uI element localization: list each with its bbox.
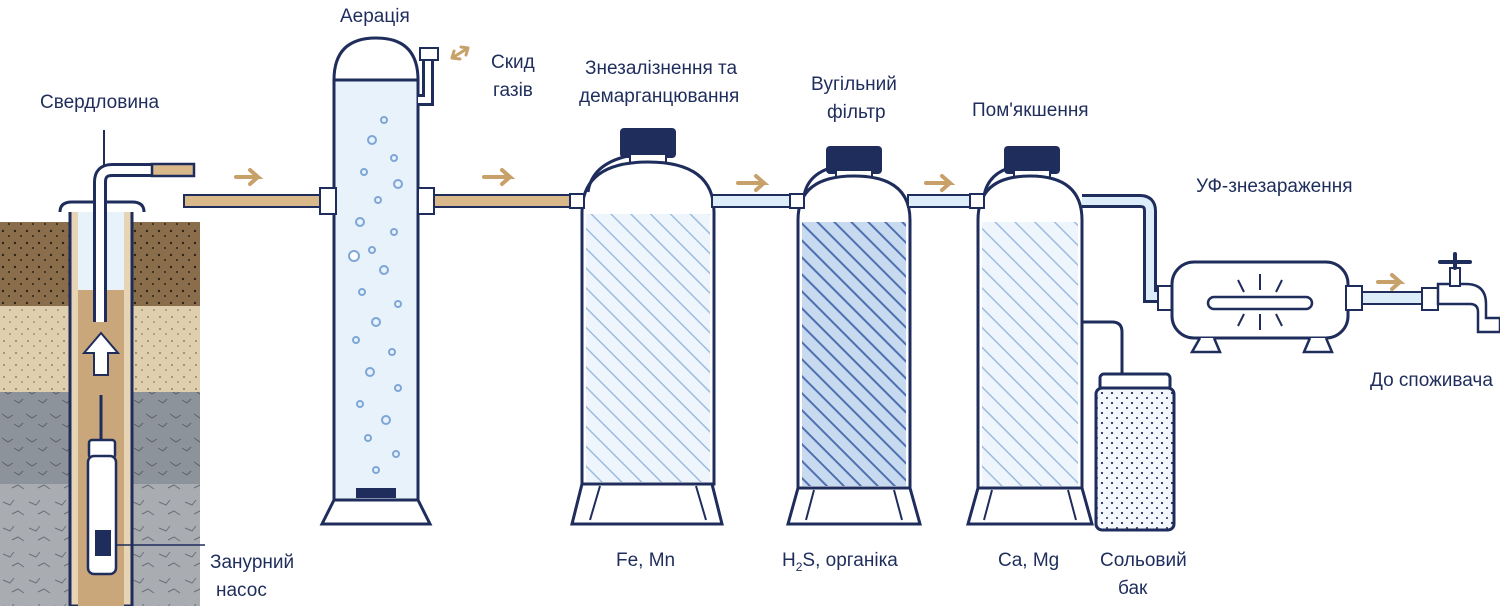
aeration-column: Аерація Скид газів: [319, 6, 535, 526]
pipe-uv-to-faucet: [1361, 291, 1425, 305]
pipe-carbon-to-softener: [907, 194, 975, 208]
brine-tank-label-line1: Сольовий: [1100, 550, 1187, 571]
flow-arrow-icon: [1376, 273, 1406, 291]
pipe-iron-to-carbon: [711, 194, 797, 208]
flow-arrow-icon: [482, 168, 516, 186]
uv-label: УФ-знезараження: [1196, 176, 1353, 197]
iron-filter-label-line1: Знезалізнення та: [585, 58, 738, 79]
pipe-aeration-to-iron: [433, 194, 577, 208]
brine-tank: Сольовий бак: [1094, 372, 1187, 599]
flow-arrow-icon: [924, 174, 956, 192]
softener-removes: Ca, Mg: [998, 550, 1059, 571]
raw-water-pipe: [183, 194, 321, 208]
carbon-filter: Вугільний фільтр H2S, органіка: [782, 74, 922, 574]
pump-icon: [86, 438, 118, 576]
gas-vent-label-line2: газів: [493, 80, 533, 101]
aeration-label: Аерація: [340, 6, 410, 27]
well-label: Свердловина: [40, 92, 159, 113]
consumer-label: До споживача: [1370, 370, 1493, 391]
pump-label-line2: насос: [216, 580, 267, 601]
iron-filter-label-line2: демарганцювання: [579, 86, 739, 107]
softener-filter: Пом'якшення Ca, Mg: [966, 100, 1124, 571]
faucet-icon: До споживача: [1370, 252, 1500, 391]
well: Свердловина Занурний насос: [0, 92, 294, 606]
iron-filter-removes: Fe, Mn: [616, 550, 675, 571]
iron-removal-filter: Знезалізнення та демарганцювання Fe, Mn: [569, 58, 739, 571]
uv-lamp-icon: [1206, 274, 1314, 330]
gas-vent-arrow-icon: [450, 45, 470, 61]
softener-label: Пом'якшення: [972, 100, 1089, 121]
carbon-filter-label-line1: Вугільний: [811, 74, 897, 95]
brine-tank-label-line2: бак: [1118, 578, 1148, 599]
flow-arrow-icon: [736, 174, 770, 192]
flow-arrow-icon: [234, 168, 264, 186]
pump-label-line1: Занурний: [210, 552, 294, 573]
uv-unit: УФ-знезараження: [1157, 176, 1363, 354]
carbon-filter-removes: H2S, органіка: [782, 550, 898, 574]
flow-arrow-icon: [81, 331, 121, 376]
gas-vent-label-line1: Скид: [491, 52, 535, 73]
carbon-filter-label-line2: фільтр: [827, 102, 886, 123]
